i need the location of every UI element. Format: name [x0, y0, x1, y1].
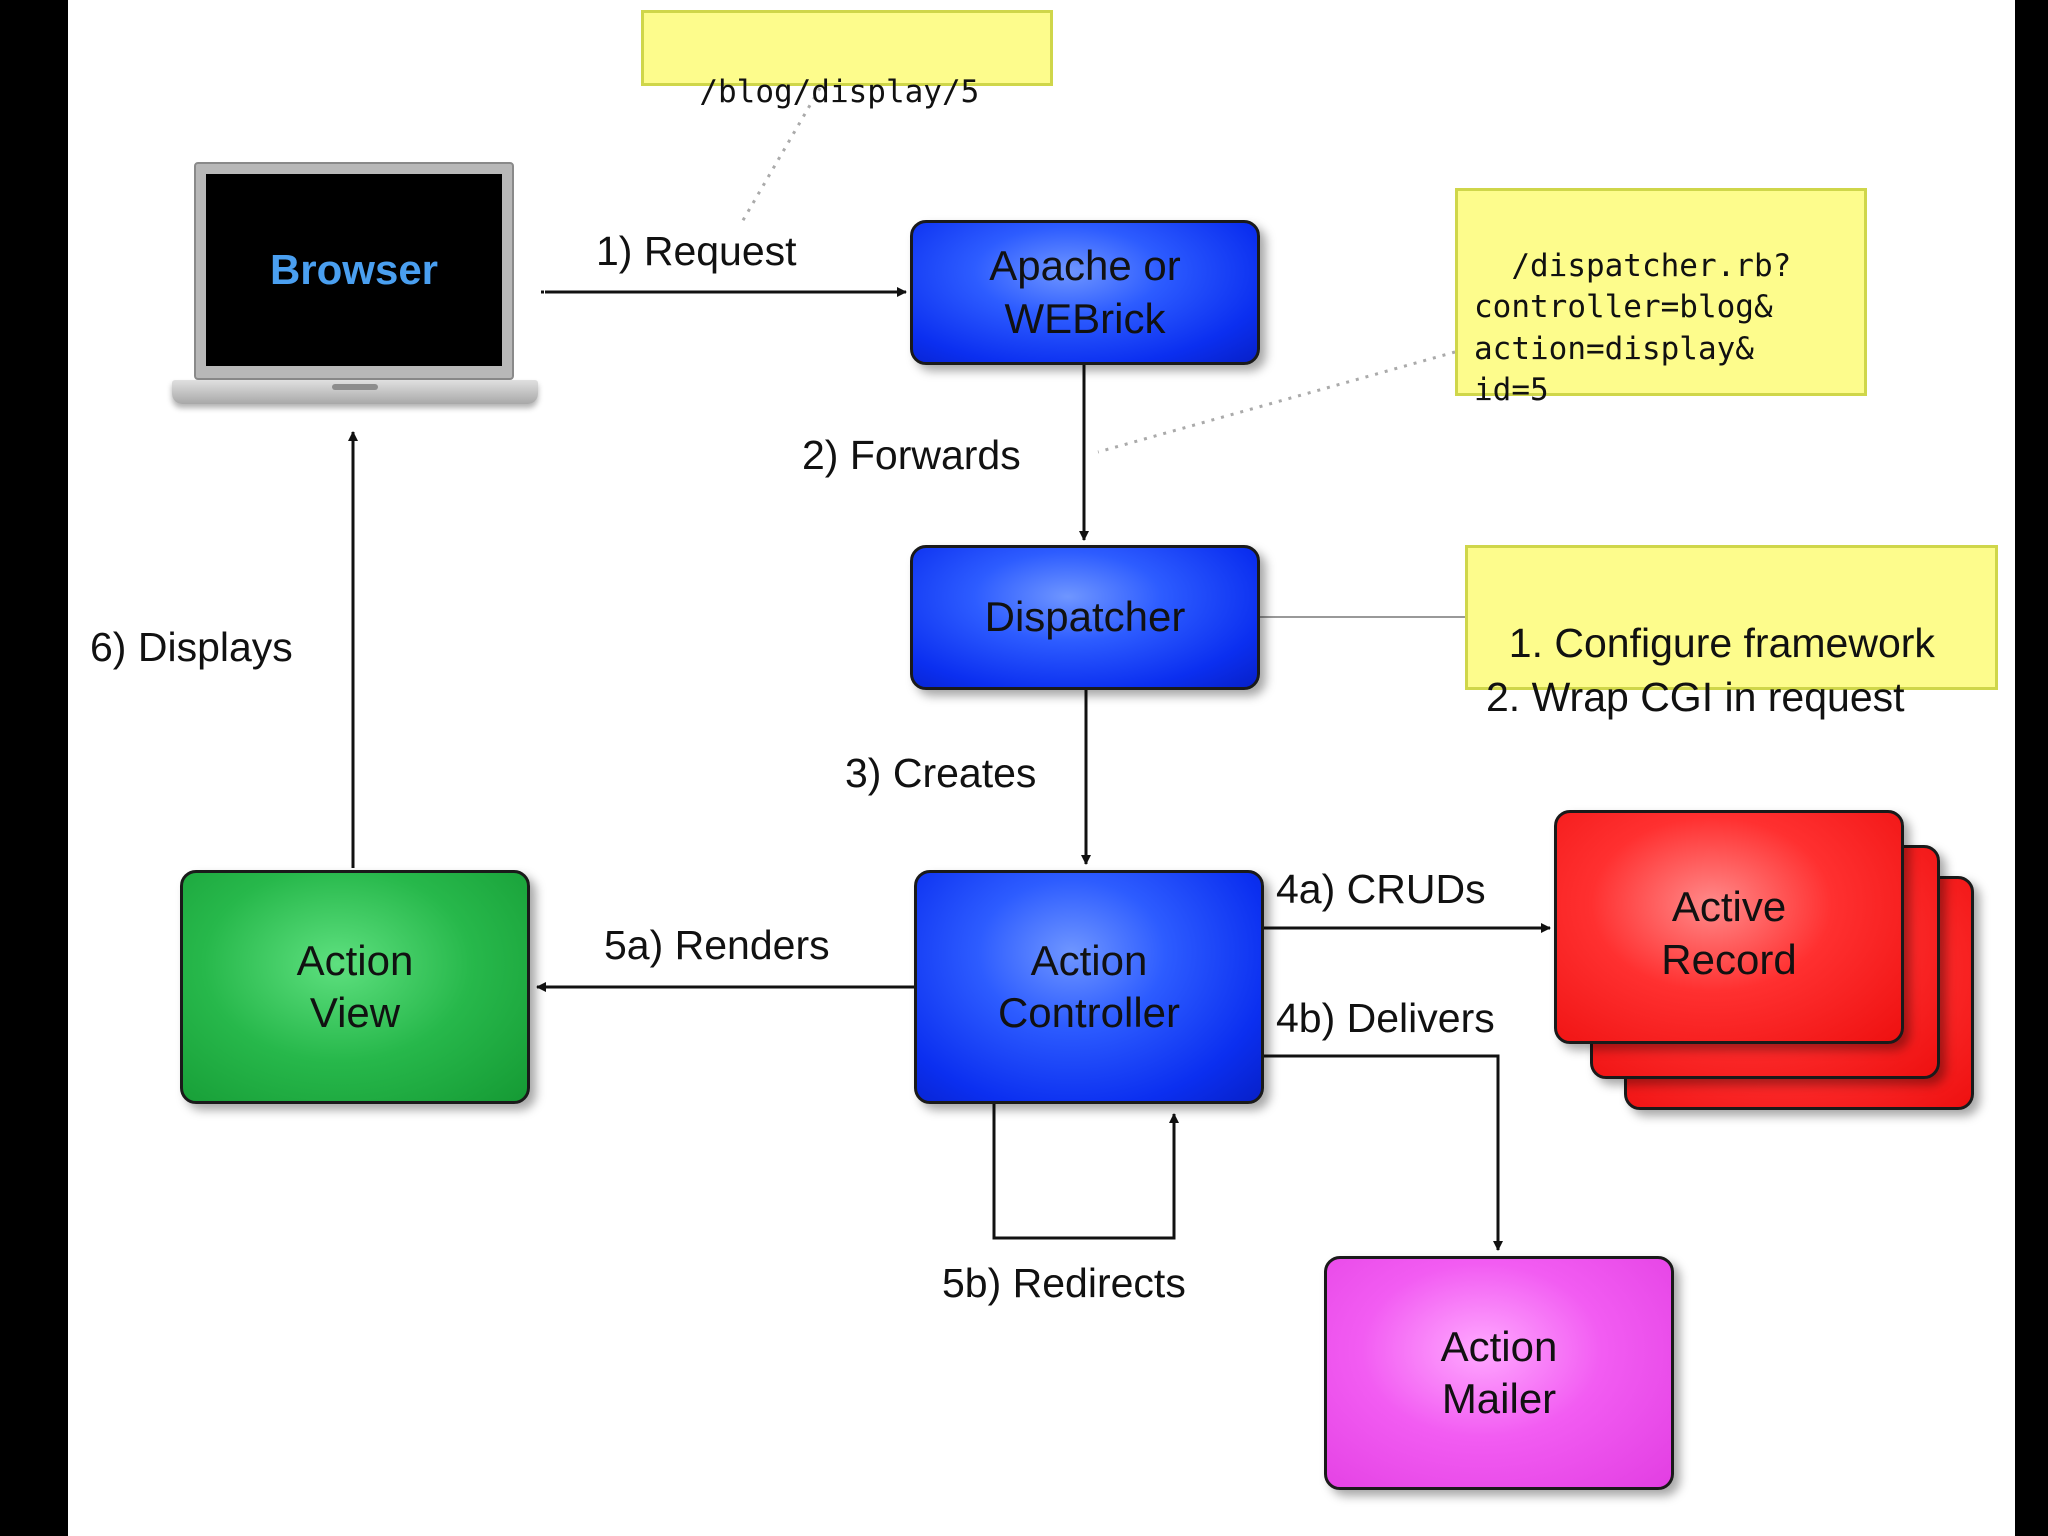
dispatch-url-note: /dispatcher.rb? controller=blog& action=… [1455, 188, 1867, 408]
apache-webrick-box: Apache or WEBrick [910, 220, 1260, 365]
displays-label: 6) Displays [90, 624, 293, 670]
dispatch-url-note-text: /dispatcher.rb? controller=blog& action=… [1474, 248, 1792, 408]
url-note: /blog/display/5 [641, 10, 1053, 110]
laptop-notch [332, 384, 378, 390]
action-controller-label: Action Controller [997, 936, 1181, 1037]
browser-laptop: Browser [172, 162, 538, 422]
renders-label: 5a) Renders [604, 922, 830, 968]
laptop-screen-bezel: Browser [194, 162, 514, 380]
delivers-arrow [1264, 1054, 1503, 1251]
redirects-arrow [992, 1104, 1179, 1240]
action-view-label: Action View [296, 936, 414, 1037]
forwards-label: 2) Forwards [802, 432, 1021, 478]
active-record-box: Active Record [1554, 810, 1904, 1044]
dispatch-note-callout [1097, 350, 1456, 454]
redirects-label: 5b) Redirects [942, 1260, 1186, 1306]
action-mailer-label: Action Mailer [1440, 1322, 1558, 1423]
cruds-label: 4a) CRUDs [1276, 866, 1486, 912]
apache-webrick-label: Apache or WEBrick [989, 242, 1181, 342]
dispatcher-steps-note-text: 1. Configure framework 2. Wrap CGI in re… [1486, 620, 1935, 720]
active-record-label: Active Record [1661, 883, 1797, 983]
browser-label: Browser [269, 246, 439, 293]
laptop-screen: Browser [206, 174, 502, 366]
request-label: 1) Request [596, 228, 797, 274]
action-mailer-box: Action Mailer [1324, 1256, 1674, 1490]
dispatcher-box: Dispatcher [910, 545, 1260, 690]
dispatcher-steps-note: 1. Configure framework 2. Wrap CGI in re… [1465, 545, 1998, 720]
url-note-text: /blog/display/5 [699, 74, 980, 111]
action-view-box: Action View [180, 870, 530, 1104]
dispatcher-label: Dispatcher [984, 593, 1186, 641]
delivers-label: 4b) Delivers [1276, 995, 1495, 1041]
action-controller-box: Action Controller [914, 870, 1264, 1104]
creates-label: 3) Creates [845, 750, 1037, 796]
